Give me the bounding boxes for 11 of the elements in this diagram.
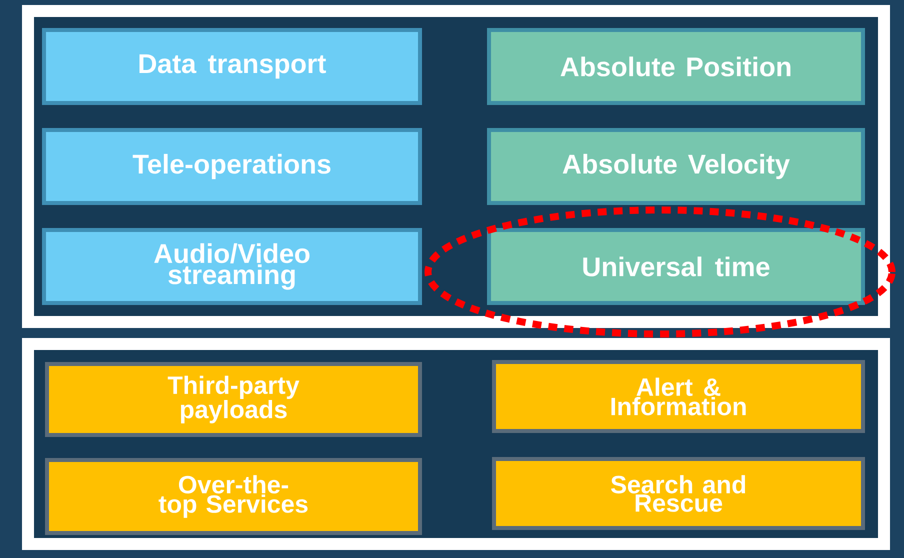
service-box: Search and Rescue xyxy=(492,457,865,530)
service-box: Tele-operations xyxy=(42,128,422,205)
service-box: Absolute Velocity xyxy=(487,128,865,205)
service-box: Third-party payloads xyxy=(45,362,422,437)
highlight-ellipse xyxy=(424,206,896,338)
service-box: Alert & Information xyxy=(492,360,865,433)
service-box: Audio/Video streaming xyxy=(42,228,422,305)
service-box: Universal time xyxy=(487,228,865,305)
service-box: Absolute Position xyxy=(487,28,865,105)
service-box: Over-the-top Services xyxy=(45,458,422,535)
service-box: Data transport xyxy=(42,28,422,105)
